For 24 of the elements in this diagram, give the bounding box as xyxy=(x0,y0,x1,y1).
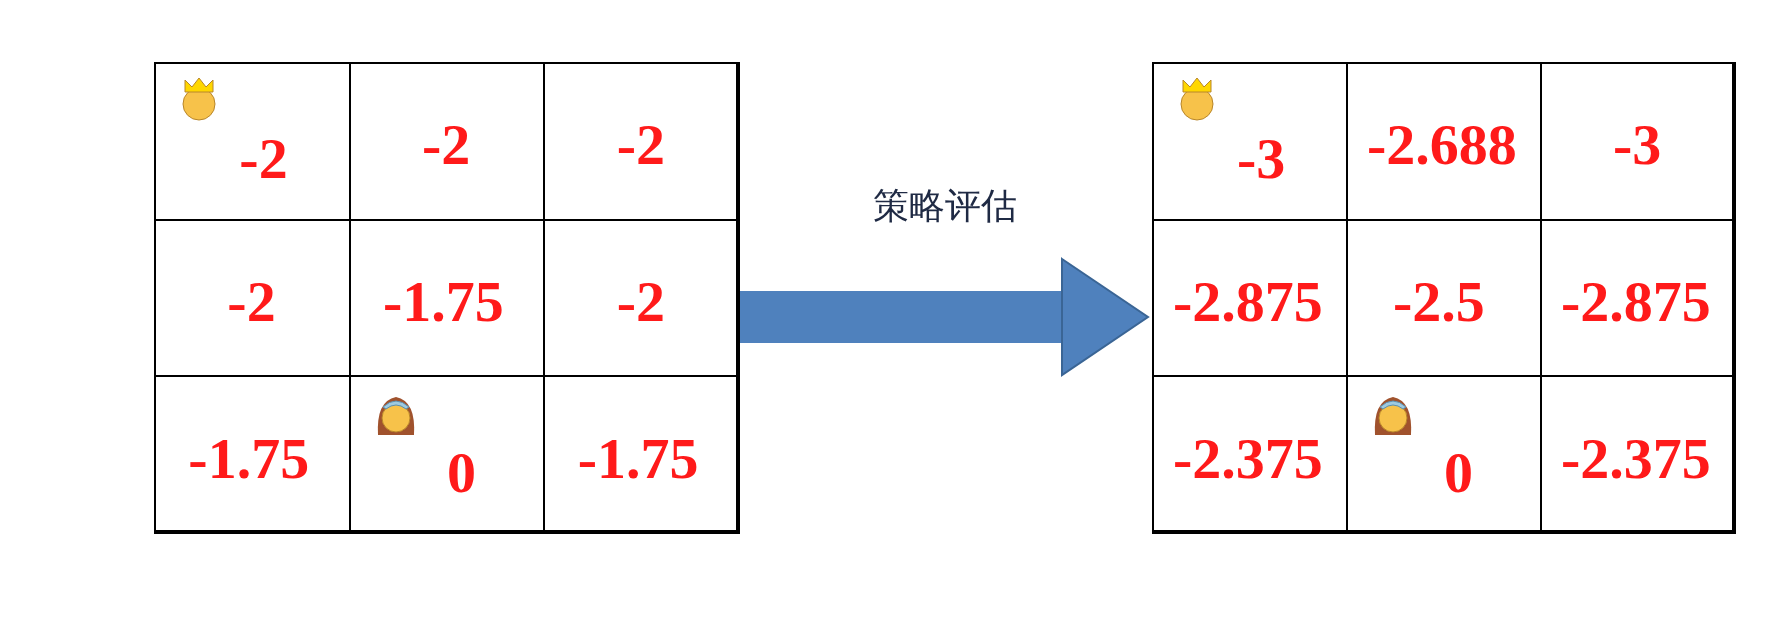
edge-label: 策略评估 xyxy=(873,186,1017,226)
value-text: -2.375 xyxy=(1561,429,1711,488)
value-text: -2 xyxy=(227,273,276,331)
value-text: -3 xyxy=(1613,116,1662,175)
block-arrow xyxy=(738,258,1149,376)
value-text: -2.875 xyxy=(1561,273,1711,331)
value-text: -1.75 xyxy=(188,429,310,488)
value-grid xyxy=(1152,62,1734,532)
grid-cell xyxy=(1540,375,1736,534)
value-text: 0 xyxy=(1444,443,1473,502)
value-text: -3 xyxy=(1237,130,1286,189)
value-text: -2 xyxy=(422,116,471,175)
value-grid xyxy=(154,62,738,532)
value-text: -1.75 xyxy=(577,429,699,488)
grid-cell xyxy=(543,375,740,534)
value-text: 0 xyxy=(447,443,476,502)
value-text: -2.375 xyxy=(1173,429,1323,488)
value-text: -2.5 xyxy=(1393,273,1485,331)
value-text: -2 xyxy=(616,273,665,331)
value-text: -2 xyxy=(239,130,288,189)
value-text: -2 xyxy=(616,116,665,175)
value-text: -2.875 xyxy=(1173,273,1323,331)
value-text: -2.688 xyxy=(1367,116,1517,175)
value-text: -1.75 xyxy=(383,273,504,331)
